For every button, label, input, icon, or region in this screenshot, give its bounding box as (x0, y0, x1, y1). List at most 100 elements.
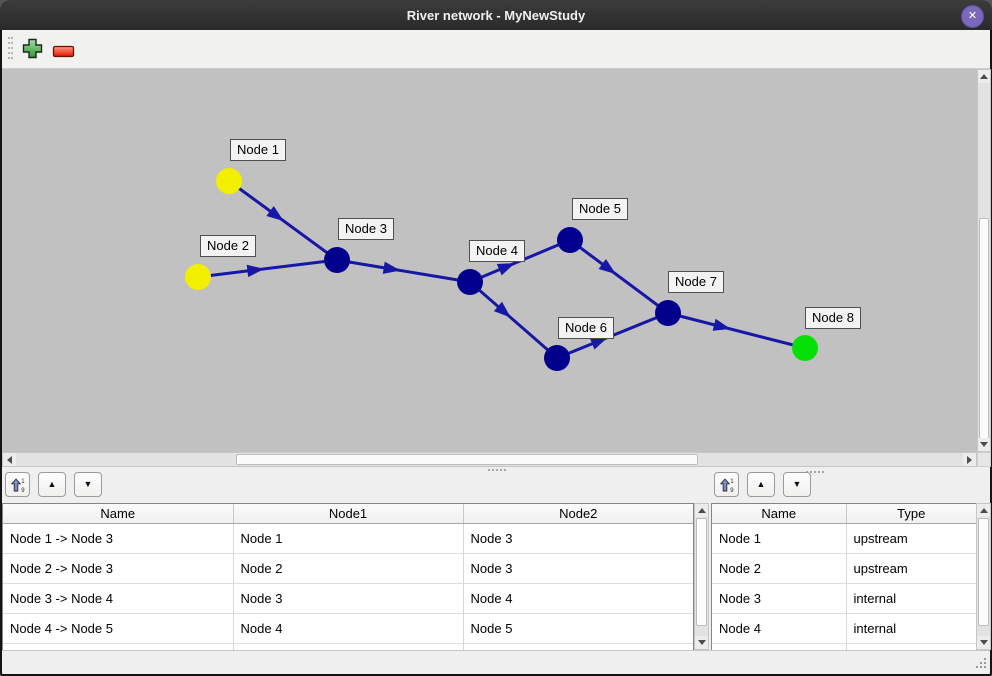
move-up-button[interactable]: ▲ (747, 472, 775, 497)
edge-arrow-icon (713, 319, 733, 335)
sort-icon: 1 9 (718, 477, 735, 493)
edge-line[interactable] (198, 260, 337, 277)
sort-button[interactable]: 1 9 (714, 472, 739, 497)
table-cell: Node 1 (712, 524, 846, 554)
column-header[interactable]: Name (712, 504, 846, 524)
network-node[interactable] (557, 227, 583, 253)
table-row[interactable]: Node 1upstream (712, 524, 976, 554)
table-cell: internal (846, 614, 976, 644)
scroll-down-arrow[interactable] (695, 636, 708, 649)
scrollbar-corner (977, 452, 991, 467)
edge-line[interactable] (470, 282, 557, 358)
node-label[interactable]: Node 6 (558, 317, 614, 339)
column-header[interactable]: Type (846, 504, 976, 524)
table-cell: Node 4 (233, 614, 463, 644)
network-canvas[interactable]: Node 1 Node 2 Node 3 Node 4 Node 5 Node 6 Node… (2, 69, 977, 452)
move-down-button[interactable]: ▼ (783, 472, 811, 497)
scroll-down-arrow[interactable] (977, 636, 990, 649)
table-cell: Node 5 (463, 614, 693, 644)
table-cell: Node 2 -> Node 3 (3, 554, 233, 584)
node-label[interactable]: Node 1 (230, 139, 286, 161)
table-cell: Node 3 (463, 554, 693, 584)
move-up-button[interactable]: ▲ (38, 472, 66, 497)
canvas-horizontal-scrollbar[interactable] (2, 452, 977, 467)
scroll-up-arrow[interactable] (977, 504, 990, 517)
edge-line[interactable] (570, 240, 668, 313)
table-row[interactable]: Node 3 -> Node 4Node 3Node 4 (3, 584, 693, 614)
column-header[interactable]: Node2 (463, 504, 693, 524)
close-button[interactable]: ✕ (961, 5, 984, 28)
status-bar (2, 650, 990, 673)
network-node[interactable] (655, 300, 681, 326)
toolbar-drag-handle[interactable] (8, 37, 10, 39)
table-row[interactable]: Node 1 -> Node 3Node 1Node 3 (3, 524, 693, 554)
close-icon: ✕ (968, 11, 977, 22)
column-header[interactable]: Node1 (233, 504, 463, 524)
sort-button[interactable]: 1 9 (5, 472, 30, 497)
links-table-scrollbar[interactable] (694, 503, 709, 650)
minus-icon (52, 45, 76, 59)
network-node[interactable] (544, 345, 570, 371)
vertical-scroll-handle[interactable] (979, 218, 989, 440)
scroll-right-arrow[interactable] (963, 453, 976, 466)
move-up-icon: ▲ (48, 480, 57, 489)
table-cell: Node 3 (463, 524, 693, 554)
scroll-up-arrow[interactable] (978, 70, 990, 83)
table-cell: Node 4 (712, 614, 846, 644)
nodes-table-box: NameType Node 1upstreamNode 2upstreamNod… (711, 503, 977, 651)
svg-text:9: 9 (730, 488, 734, 493)
network-node[interactable] (792, 335, 818, 361)
resize-grip[interactable] (976, 666, 978, 668)
node-label[interactable]: Node 8 (805, 307, 861, 329)
table-cell: Node 1 (233, 524, 463, 554)
scroll-down-arrow[interactable] (978, 438, 990, 451)
vertical-scroll-handle[interactable] (978, 518, 989, 626)
network-node[interactable] (457, 269, 483, 295)
table-cell: Node 4 (463, 584, 693, 614)
horizontal-scroll-handle[interactable] (236, 454, 698, 465)
edge-line[interactable] (668, 313, 805, 348)
links-table-box: NameNode1Node2 Node 1 -> Node 3Node 1Nod… (2, 503, 694, 651)
table-row[interactable]: Node 2upstream (712, 554, 976, 584)
move-down-icon: ▼ (84, 480, 93, 489)
node-label[interactable]: Node 2 (200, 235, 256, 257)
nodes-header-row: NameType (712, 504, 976, 524)
links-table: NameNode1Node2 Node 1 -> Node 3Node 1Nod… (3, 504, 693, 651)
vertical-scroll-handle[interactable] (696, 518, 707, 626)
scroll-left-arrow[interactable] (3, 453, 16, 466)
sort-icon: 1 9 (9, 477, 26, 493)
node-label[interactable]: Node 3 (338, 218, 394, 240)
network-node[interactable] (216, 168, 242, 194)
table-row[interactable]: Node 4 -> Node 5Node 4Node 5 (3, 614, 693, 644)
table-row[interactable]: Node 2 -> Node 3Node 2Node 3 (3, 554, 693, 584)
main-toolbar (2, 30, 990, 69)
add-button[interactable] (20, 37, 44, 61)
scroll-up-arrow[interactable] (695, 504, 708, 517)
remove-button[interactable] (52, 41, 76, 65)
table-cell: Node 2 (712, 554, 846, 584)
node-label[interactable]: Node 4 (469, 240, 525, 262)
edge-line[interactable] (337, 260, 470, 282)
window-title: River network - MyNewStudy (407, 8, 585, 23)
svg-text:1: 1 (730, 479, 734, 485)
nodes-table-scrollbar[interactable] (976, 503, 991, 650)
table-row[interactable]: Node 4internal (712, 614, 976, 644)
canvas-vertical-scrollbar[interactable] (977, 69, 991, 452)
table-cell: internal (846, 584, 976, 614)
node-label[interactable]: Node 5 (572, 198, 628, 220)
table-cell: upstream (846, 554, 976, 584)
horizontal-splitter-handle[interactable] (488, 469, 490, 471)
table-row[interactable]: Node 3internal (712, 584, 976, 614)
node-label[interactable]: Node 7 (668, 271, 724, 293)
move-down-button[interactable]: ▼ (74, 472, 102, 497)
table-cell: Node 4 -> Node 5 (3, 614, 233, 644)
svg-text:1: 1 (21, 479, 25, 485)
table-cell: Node 2 (233, 554, 463, 584)
nodes-tbody: Node 1upstreamNode 2upstreamNode 3intern… (712, 524, 976, 652)
move-down-icon: ▼ (793, 480, 802, 489)
titlebar[interactable]: River network - MyNewStudy ✕ (0, 0, 992, 30)
column-header[interactable]: Name (3, 504, 233, 524)
network-node[interactable] (324, 247, 350, 273)
network-node[interactable] (185, 264, 211, 290)
